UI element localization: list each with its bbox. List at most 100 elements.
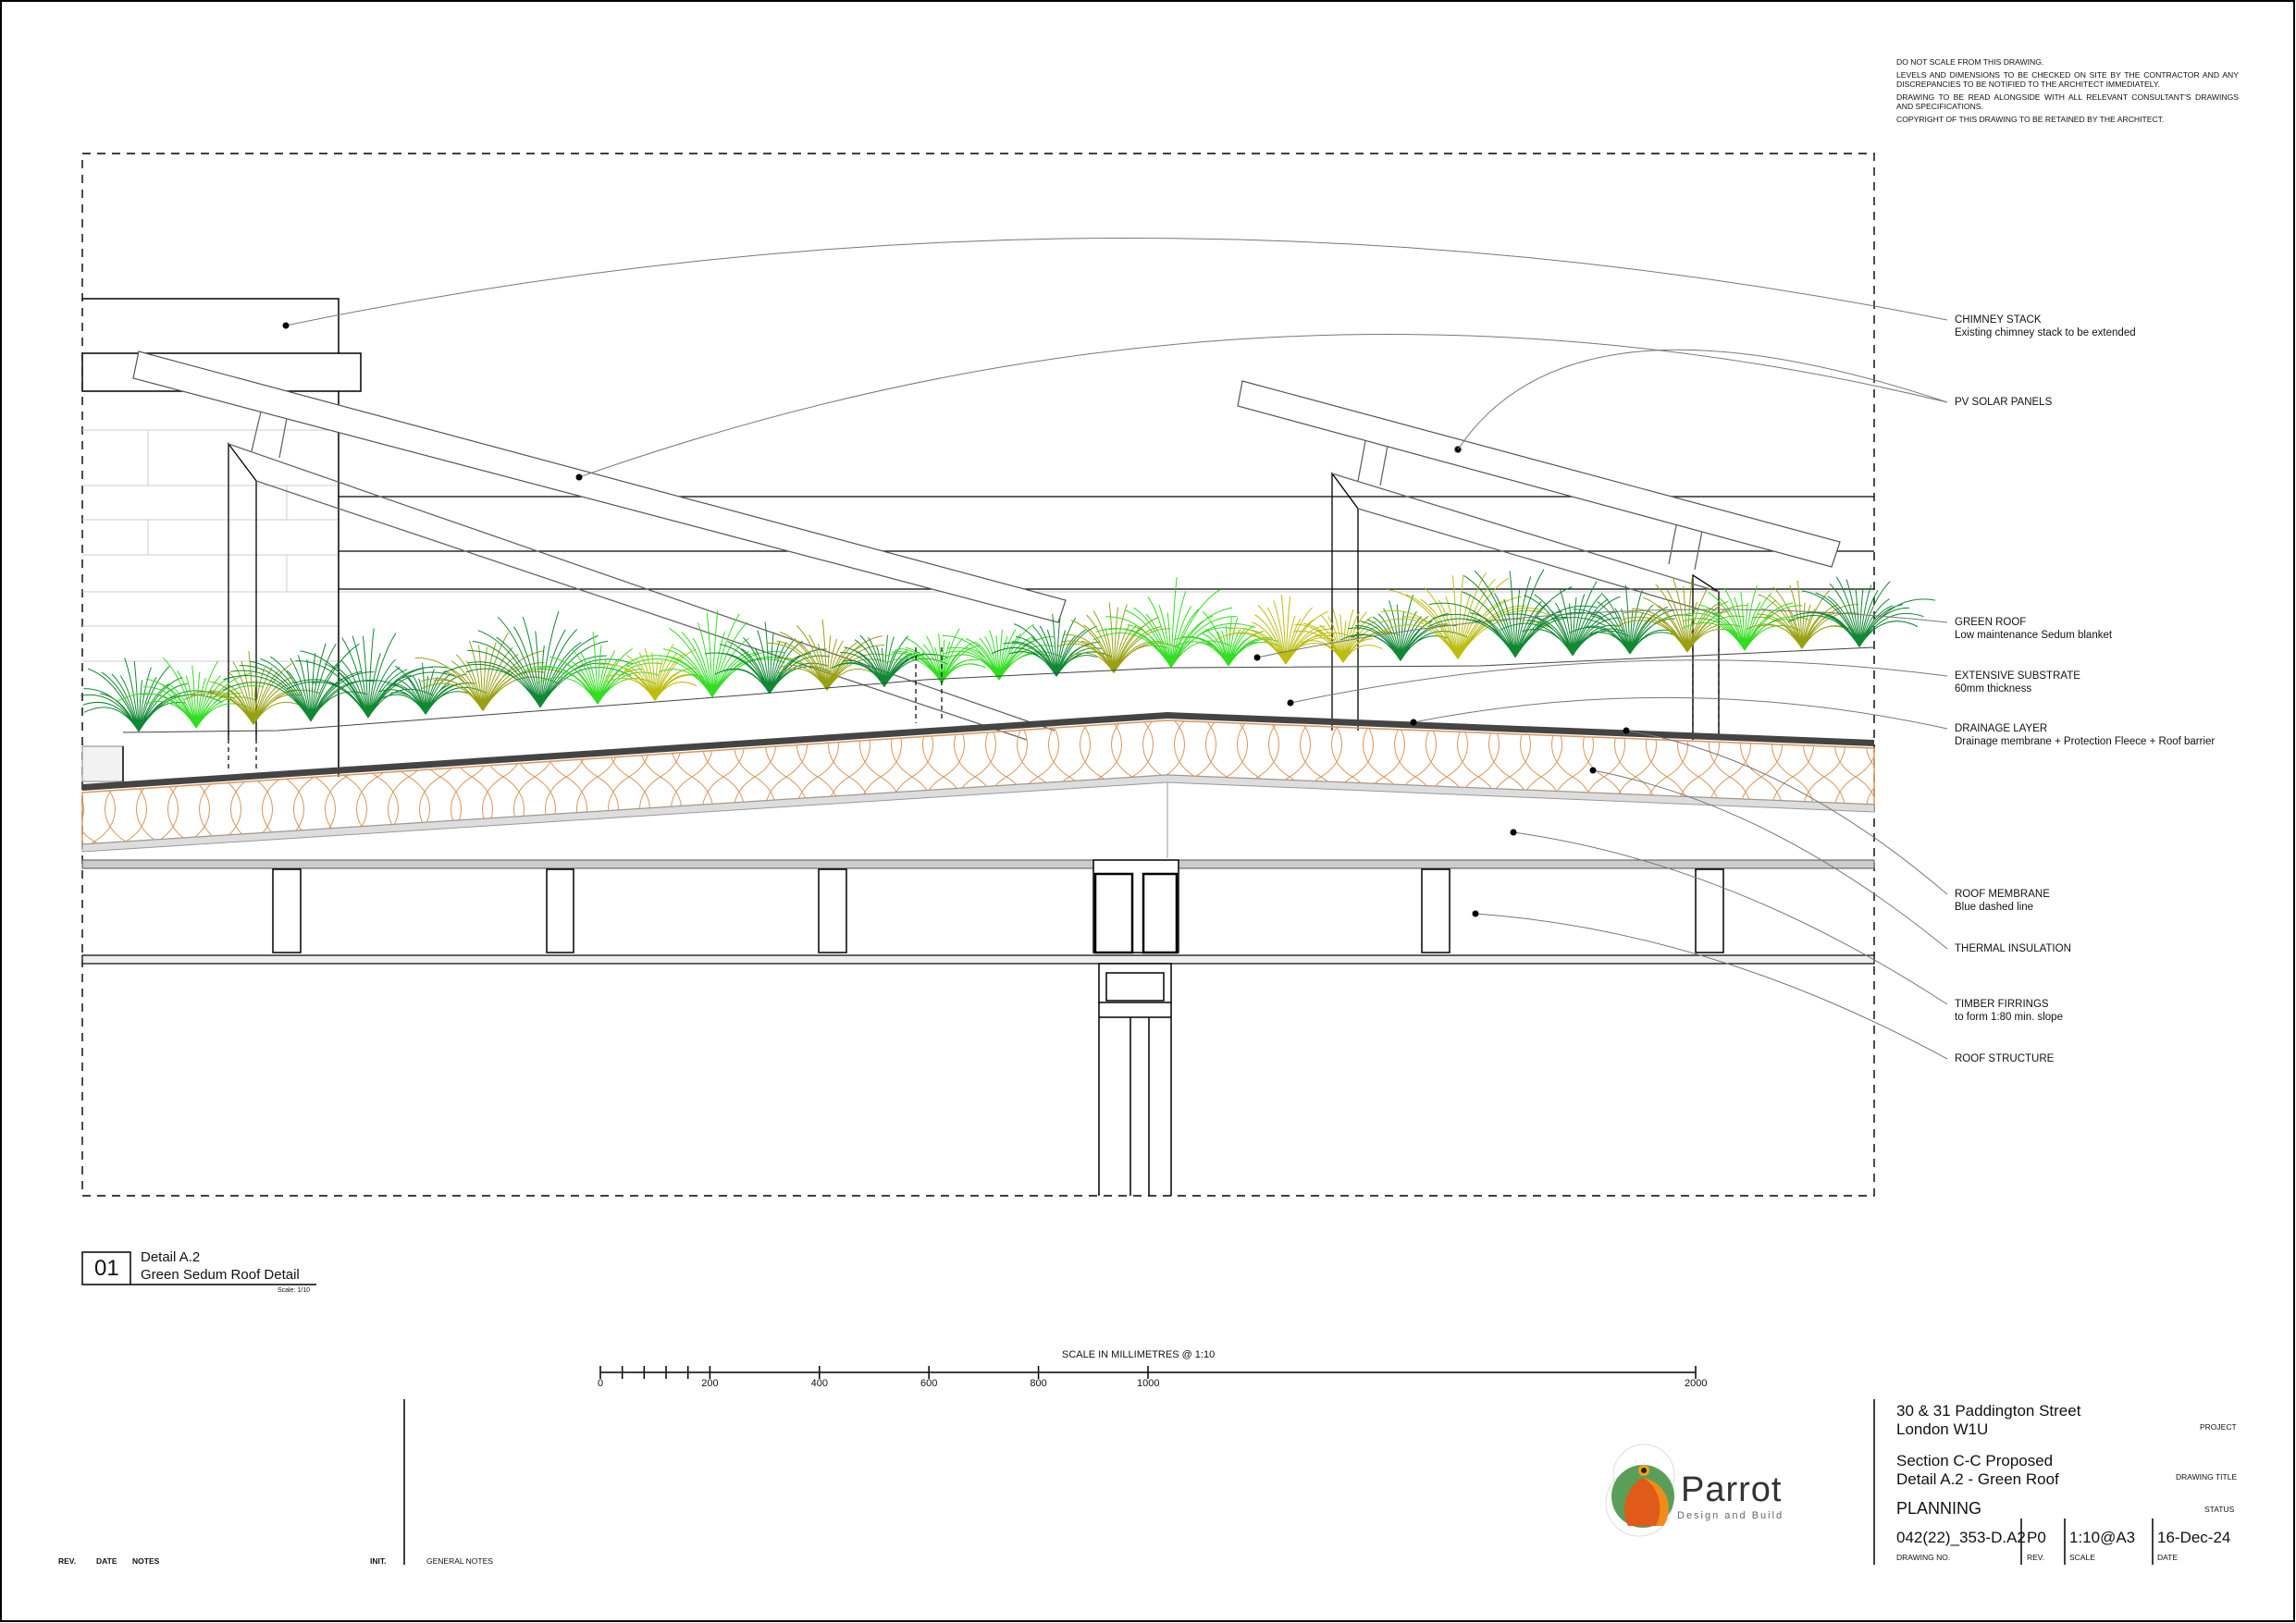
- init-header: INIT.: [370, 1556, 387, 1566]
- detail-number: 01: [94, 1256, 119, 1281]
- sedum-plant: [286, 628, 456, 719]
- leader-dot: [1410, 719, 1417, 726]
- label-timber-firrings: TIMBER FIRRINGS to form 1:80 min. slope: [1955, 998, 2063, 1024]
- label-thermal-insulation: THERMAL INSULATION: [1955, 942, 2071, 955]
- scale-value: 1:10@A3: [2069, 1529, 2136, 1546]
- detail-title: Detail A.2: [141, 1249, 201, 1265]
- project-label: PROJECT: [2200, 1422, 2237, 1432]
- title-label: DRAWING TITLE: [2176, 1472, 2238, 1482]
- label-title: CHIMNEY STACK: [1955, 314, 2042, 326]
- thermal-insulation: [81, 719, 1875, 845]
- revision-value: P0: [2027, 1529, 2046, 1546]
- label-subtitle: Low maintenance Sedum blanket: [1955, 630, 2113, 641]
- sedum-plant: [766, 619, 887, 691]
- notes-header: NOTES: [132, 1556, 160, 1566]
- logo-name: Parrot: [1681, 1470, 1783, 1509]
- brickwork: [82, 429, 1874, 662]
- roof-structure: [81, 859, 1875, 1196]
- label-subtitle: Existing chimney stack to be extended: [1955, 327, 2136, 338]
- leader-dot: [1472, 910, 1479, 917]
- general-notes: DO NOT SCALE FROM THIS DRAWING. LEVELS A…: [1896, 57, 2239, 128]
- label-drainage-layer: DRAINAGE LAYER Drainage membrane + Protec…: [1955, 722, 2215, 748]
- scale-tick-label: 2000: [1685, 1378, 1708, 1389]
- general-notes-header: GENERAL NOTES: [426, 1556, 493, 1566]
- date-value: 16-Dec-24: [2157, 1529, 2231, 1546]
- detail-label-box: [81, 1251, 316, 1285]
- leader-line: [1256, 609, 1948, 658]
- note: DO NOT SCALE FROM THIS DRAWING.: [1896, 57, 2044, 67]
- label-roof-structure: ROOF STRUCTURE: [1955, 1052, 2054, 1065]
- sedum-plant: [222, 643, 404, 722]
- note: DRAWING TO BE READ ALONGSIDE WITH ALL RE…: [1896, 92, 2239, 111]
- label-pv-solar-panels: PV SOLAR PANELS: [1955, 396, 2052, 409]
- detail-frame: [81, 153, 1875, 1197]
- title-line2: Detail A.2 - Green Roof: [1896, 1470, 2059, 1488]
- label-title: TIMBER FIRRINGS: [1955, 999, 2049, 1010]
- scale-tick-label: 400: [810, 1378, 828, 1389]
- drawing-number: 042(22)_353-D.A2: [1896, 1529, 2026, 1546]
- scale-tick-label: 600: [920, 1378, 938, 1389]
- sedum-plant: [117, 657, 264, 729]
- leader-line: [1592, 769, 1948, 950]
- leader-dot: [575, 473, 583, 481]
- label-subtitle: Drainage membrane + Protection Fleece + …: [1955, 736, 2216, 747]
- roof-build-up: [81, 712, 1875, 858]
- leader-line: [1457, 349, 1948, 450]
- leader-line: [1475, 913, 1948, 1060]
- label-title: DRAINAGE LAYER: [1955, 723, 2048, 734]
- sedum-plant: [883, 628, 986, 684]
- substrate-layer: [81, 646, 1875, 782]
- sedum-plant: [1614, 578, 1747, 653]
- drawing-number-label: DRAWING NO.: [1896, 1553, 1951, 1562]
- leader-line: [1625, 730, 1948, 895]
- label-subtitle: 60mm thickness: [1955, 683, 2032, 695]
- scale-tick-label: 1000: [1137, 1378, 1160, 1389]
- scale-bar-title: SCALE IN MILLIMETRES @ 1:10: [1062, 1349, 1216, 1360]
- parrot-logo: [1605, 1444, 1675, 1537]
- note: COPYRIGHT OF THIS DRAWING TO BE RETAINED…: [1896, 115, 2165, 124]
- date-label: DATE: [2157, 1553, 2179, 1562]
- title-line1: Section C-C Proposed: [1896, 1452, 2054, 1469]
- scale-tick-label: 200: [701, 1378, 719, 1389]
- sedum-plant: [991, 613, 1113, 677]
- sedum-plant: [597, 644, 704, 701]
- scale-label: SCALE: [2069, 1553, 2095, 1562]
- sedum-plant: [377, 662, 488, 715]
- dashed-upstands: [228, 647, 1720, 772]
- scale-tick-label: 0: [597, 1378, 604, 1389]
- leader-line: [1512, 831, 1948, 1005]
- note: LEVELS AND DIMENSIONS TO BE CHECKED ON S…: [1896, 70, 2239, 89]
- sedum-plant: [1293, 609, 1401, 663]
- sedum-plant: [182, 650, 320, 725]
- title-block-lines: [403, 1399, 2154, 1565]
- pv-solar-panel-left: [132, 350, 1067, 623]
- status-value: PLANNING: [1896, 1499, 1982, 1518]
- chimney-stack: [81, 298, 362, 777]
- sedum-plant: [1092, 577, 1256, 669]
- status-label: STATUS: [2204, 1505, 2235, 1514]
- leader-dot: [1623, 727, 1630, 734]
- leader-dot: [282, 322, 290, 329]
- label-title: PV SOLAR PANELS: [1955, 397, 2053, 408]
- label-title: ROOF STRUCTURE: [1955, 1053, 2055, 1064]
- pv-solar-panel-right: [1237, 380, 1841, 568]
- leader-dot: [1253, 654, 1261, 661]
- logo-tagline: Design and Build: [1677, 1510, 1784, 1521]
- label-title: EXTENSIVE SUBSTRATE: [1955, 670, 2080, 682]
- project-line1: 30 & 31 Paddington Street: [1896, 1402, 2081, 1420]
- scale-bar: [599, 1366, 1697, 1379]
- sedum-plant: [1173, 611, 1283, 667]
- leader-dot: [1287, 699, 1294, 707]
- date-header: DATE: [96, 1556, 117, 1566]
- sedum-plant: [1787, 576, 1936, 647]
- leader-dot: [1510, 829, 1517, 836]
- sedum-planting: [80, 569, 1936, 732]
- leader-line: [1290, 659, 1948, 704]
- sedum-plant: [831, 634, 949, 687]
- detail-scale: Scale: 1/10: [278, 1287, 311, 1294]
- sedum-plant: [1216, 594, 1358, 665]
- label-subtitle: to form 1:80 min. slope: [1955, 1012, 2063, 1023]
